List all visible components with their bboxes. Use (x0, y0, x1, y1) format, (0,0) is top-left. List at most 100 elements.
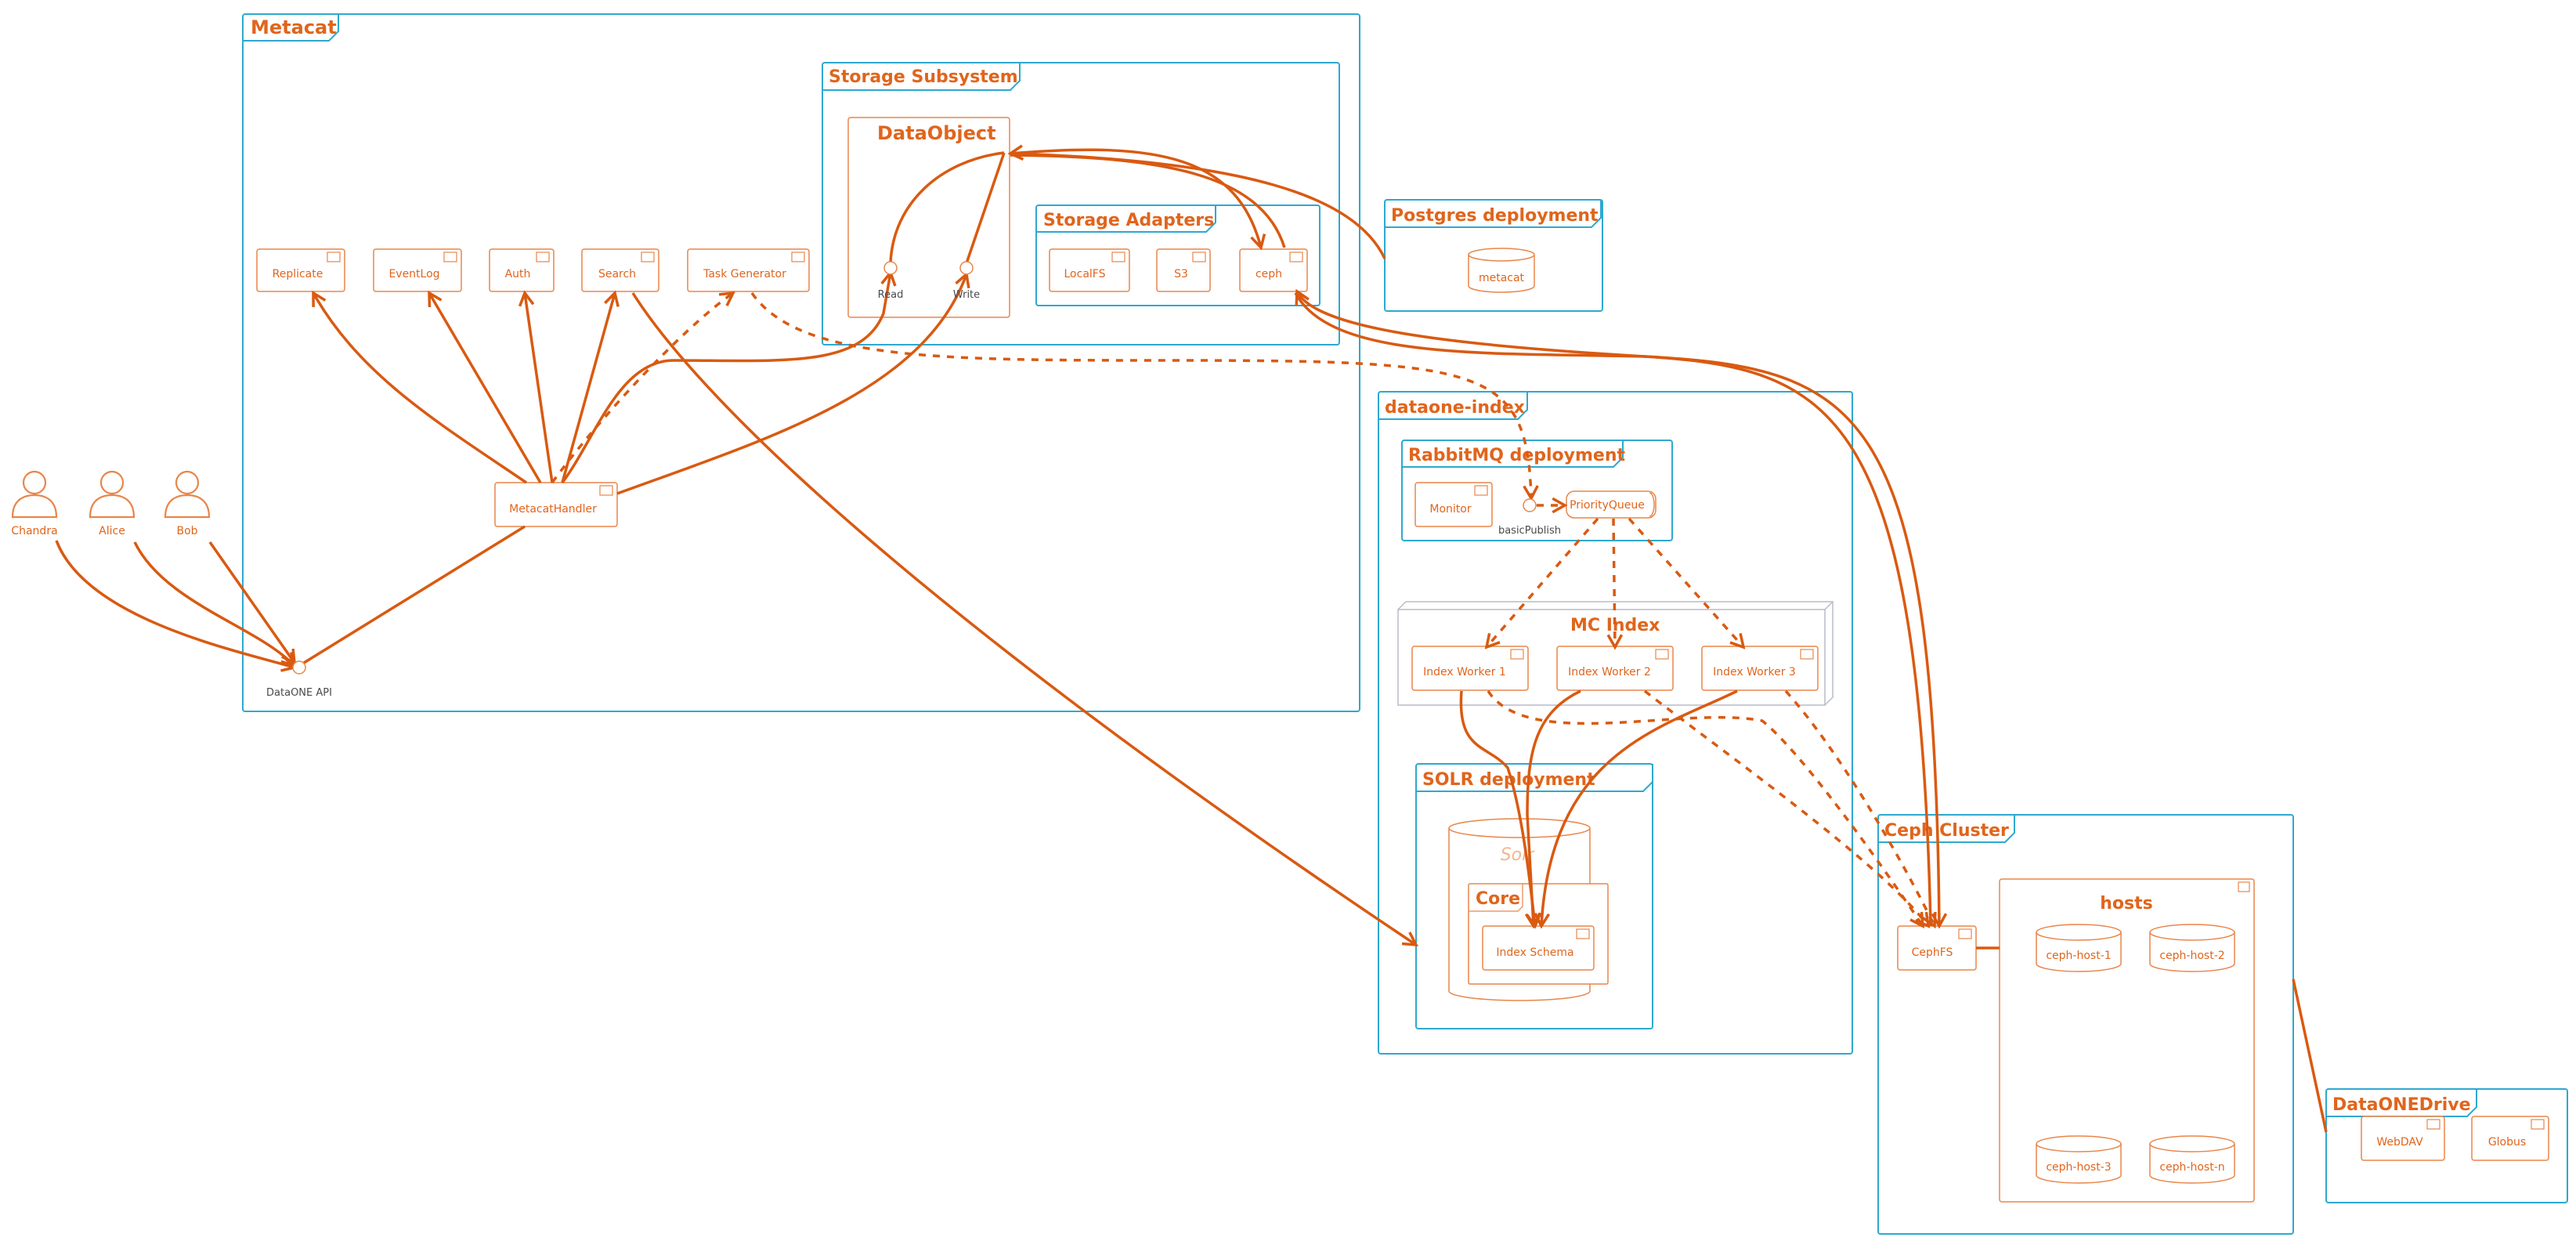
edge-write-dataobject (965, 152, 1006, 264)
metacat-handler-component[interactable]: MetacatHandler (494, 482, 618, 527)
webdav-component[interactable]: WebDAV (2361, 1116, 2445, 1161)
auth-label: Auth (505, 268, 531, 280)
storage-subsystem-title: Storage Subsystem (829, 67, 1018, 87)
basic-publish-interface[interactable]: basicPublish (1498, 498, 1561, 537)
rabbitmq-deployment-title: RabbitMQ deployment (1408, 446, 1626, 465)
index-worker-2-component[interactable]: Index Worker 2 (1556, 646, 1674, 691)
write-label: Write (953, 289, 980, 301)
edge-worker2-cephfs (1643, 689, 1928, 926)
metacat-frame: Metacat (242, 13, 1360, 712)
edge-handler-search (561, 293, 615, 483)
storage-subsystem-frame: Storage Subsystem (822, 62, 1340, 346)
index-worker-3-component[interactable]: Index Worker 3 (1701, 646, 1819, 691)
monitor-label: Monitor (1429, 503, 1471, 516)
dataone-api-label: DataONE API (266, 687, 332, 699)
read-interface[interactable]: Read (878, 261, 904, 301)
data-object-title: DataObject (877, 122, 996, 144)
auth-component[interactable]: Auth (489, 248, 555, 292)
index-worker-3-label: Index Worker 3 (1713, 666, 1796, 678)
mc-index-node: MC Index (1397, 601, 1834, 706)
ceph-cluster-title: Ceph Cluster (1884, 821, 2009, 841)
actor-bob-label: Bob (176, 525, 197, 537)
dataone-index-frame: dataone-index (1378, 391, 1853, 1055)
edge-handler-taskgen (551, 293, 733, 484)
ceph-host-n-database[interactable]: ceph-host-n (2149, 1135, 2235, 1184)
edge-bob-api (208, 541, 294, 663)
dataone-drive-title: DataONEDrive (2332, 1095, 2471, 1115)
ceph-cluster-frame: Ceph Cluster (1877, 814, 2294, 1235)
actor-alice[interactable]: Alice (89, 470, 135, 537)
core-title: Core (1476, 889, 1520, 909)
eventlog-label: EventLog (388, 268, 439, 280)
rabbitmq-deployment-frame: RabbitMQ deployment (1401, 440, 1673, 541)
ceph-label: ceph (1255, 268, 1282, 280)
ceph-host-3-label: ceph-host-3 (2046, 1161, 2111, 1174)
edge-cephfs-ceph-return (1297, 291, 1932, 927)
edge-chandra-api (55, 540, 294, 668)
actor-bob[interactable]: Bob (164, 470, 211, 537)
edge-worker1-cephfs (1487, 690, 1923, 926)
postgres-deployment-title: Postgres deployment (1391, 206, 1599, 226)
edge-ceph-dataobject-return (1010, 154, 1286, 248)
edge-dataobject-ceph (1010, 150, 1261, 248)
monitor-component[interactable]: Monitor (1414, 482, 1493, 527)
postgres-deployment-frame: Postgres deployment (1384, 199, 1603, 312)
edge-ceph-cephfs (1294, 292, 1939, 926)
ceph-host-2-label: ceph-host-2 (2159, 950, 2224, 962)
search-component[interactable]: Search (581, 248, 659, 292)
metacat-db-label: metacat (1479, 272, 1525, 284)
edge-taskgen-publish (750, 291, 1531, 498)
edge-queue-worker1 (1487, 517, 1599, 647)
priority-queue-label: PriorityQueue (1570, 499, 1645, 512)
dataone-index-title: dataone-index (1385, 398, 1525, 418)
ceph-host-n-label: ceph-host-n (2159, 1161, 2224, 1174)
actor-chandra[interactable]: Chandra (11, 470, 58, 537)
index-worker-1-component[interactable]: Index Worker 1 (1411, 646, 1529, 691)
edge-alice-api (133, 541, 294, 666)
cephfs-label: CephFS (1912, 946, 1953, 959)
data-object-box: DataObject (847, 117, 1010, 318)
search-label: Search (598, 268, 636, 280)
index-schema-component[interactable]: Index Schema (1482, 925, 1595, 971)
edge-cluster-drive (2292, 979, 2328, 1133)
edge-handler-eventlog (429, 293, 542, 483)
metacat-handler-label: MetacatHandler (509, 503, 597, 516)
localfs-label: LocalFS (1064, 268, 1106, 280)
index-schema-label: Index Schema (1496, 946, 1573, 959)
ceph-component[interactable]: ceph (1239, 248, 1308, 292)
edge-worker2-schema (1527, 689, 1581, 926)
dataone-api-interface[interactable]: DataONE API (266, 660, 332, 699)
globus-component[interactable]: Globus (2471, 1116, 2549, 1161)
task-generator-label: Task Generator (703, 268, 786, 280)
s3-component[interactable]: S3 (1156, 248, 1211, 292)
ceph-host-1-database[interactable]: ceph-host-1 (2036, 924, 2122, 972)
edge-postgres-dataobject (1010, 152, 1386, 259)
edge-worker3-cephfs (1784, 689, 1935, 926)
eventlog-component[interactable]: EventLog (373, 248, 462, 292)
basic-publish-label: basicPublish (1498, 525, 1561, 537)
actor-alice-label: Alice (99, 525, 125, 537)
replicate-component[interactable]: Replicate (256, 248, 345, 292)
edge-read-dataobject (889, 151, 1005, 264)
write-interface[interactable]: Write (953, 261, 980, 301)
cephfs-component[interactable]: CephFS (1897, 925, 1977, 971)
localfs-component[interactable]: LocalFS (1049, 248, 1130, 292)
ceph-host-3-database[interactable]: ceph-host-3 (2036, 1135, 2122, 1184)
read-label: Read (878, 289, 904, 301)
hosts-title: hosts (2100, 894, 2152, 914)
edge-api-handler (303, 525, 526, 664)
edge-worker3-schema (1541, 689, 1738, 926)
priority-queue[interactable]: PriorityQueue (1566, 490, 1657, 519)
storage-adapters-title: Storage Adapters (1043, 211, 1214, 230)
metacat-database[interactable]: metacat (1468, 248, 1535, 293)
edge-search-solr (631, 292, 1416, 945)
edge-handler-auth (525, 293, 554, 483)
task-generator-component[interactable]: Task Generator (687, 248, 810, 292)
webdav-label: WebDAV (2376, 1136, 2423, 1149)
ceph-host-2-database[interactable]: ceph-host-2 (2149, 924, 2235, 972)
actor-chandra-label: Chandra (11, 525, 57, 537)
index-worker-2-label: Index Worker 2 (1568, 666, 1651, 678)
edge-handler-write (616, 274, 966, 495)
s3-label: S3 (1174, 268, 1188, 280)
